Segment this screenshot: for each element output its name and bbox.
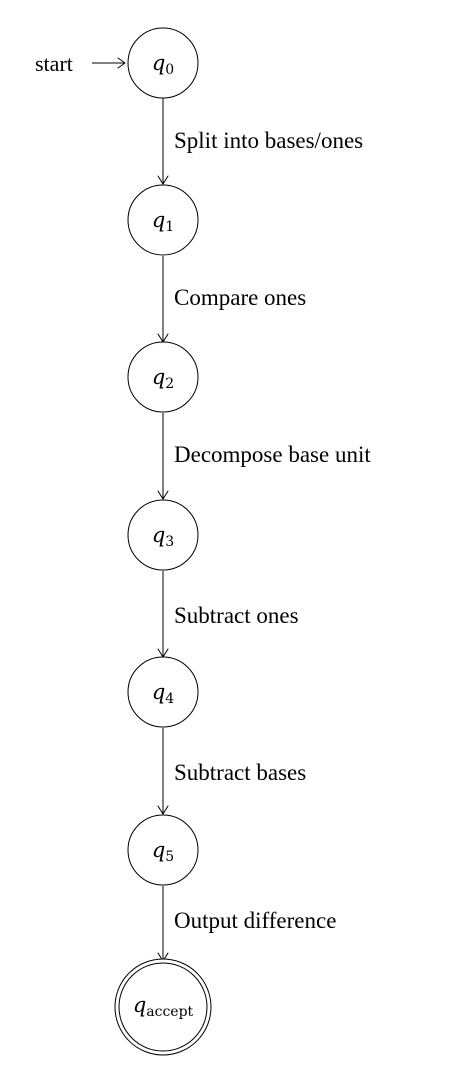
state-q2: q2 <box>127 341 199 413</box>
start-label: start <box>35 51 73 76</box>
state-qaccept: qaccept <box>114 958 212 1056</box>
transition-q4-q5: Subtract bases <box>157 728 306 815</box>
state-label-q1: q1 <box>152 208 174 235</box>
state-label-q2: q2 <box>152 365 174 392</box>
arrow-head-q4-q5 <box>157 805 169 815</box>
arrow-head-q0-q1 <box>157 175 169 185</box>
state-circle-q0 <box>127 27 199 99</box>
state-circle-q5 <box>127 814 199 886</box>
state-label-q4: q4 <box>152 680 174 707</box>
transition-label-q3-q4: Subtract ones <box>174 603 299 628</box>
transition-q2-q3: Decompose base unit <box>157 413 371 500</box>
transition-q3-q4: Subtract ones <box>157 571 299 658</box>
transition-q1-q2: Compare ones <box>157 256 306 343</box>
state-label-qaccept: qaccept <box>133 993 194 1020</box>
state-circle-q2 <box>127 341 199 413</box>
transition-label-q2-q3: Decompose base unit <box>174 442 371 467</box>
state-q3: q3 <box>127 499 199 571</box>
state-circle-q1 <box>127 184 199 256</box>
arrow-head-q2-q3 <box>157 490 169 500</box>
start-arrow-head <box>117 57 126 69</box>
state-q1: q1 <box>127 184 199 256</box>
transition-q0-q1: Split into bases/ones <box>157 98 363 185</box>
state-q5: q5 <box>127 814 199 886</box>
transition-label-q1-q2: Compare ones <box>174 285 306 310</box>
state-q0: q0 <box>127 27 199 99</box>
state-label-q0: q0 <box>152 51 174 78</box>
transition-label-q4-q5: Subtract bases <box>174 760 306 785</box>
state-circle-qaccept-inner <box>118 962 208 1052</box>
transition-q5-qaccept: Output difference <box>157 886 336 962</box>
state-circle-q4 <box>127 656 199 728</box>
state-label-q3: q3 <box>152 523 174 550</box>
state-circle-q3 <box>127 499 199 571</box>
state-q4: q4 <box>127 656 199 728</box>
transition-label-q5-qaccept: Output difference <box>174 908 336 933</box>
state-label-q5: q5 <box>152 838 174 865</box>
transition-label-q0-q1: Split into bases/ones <box>174 128 363 153</box>
